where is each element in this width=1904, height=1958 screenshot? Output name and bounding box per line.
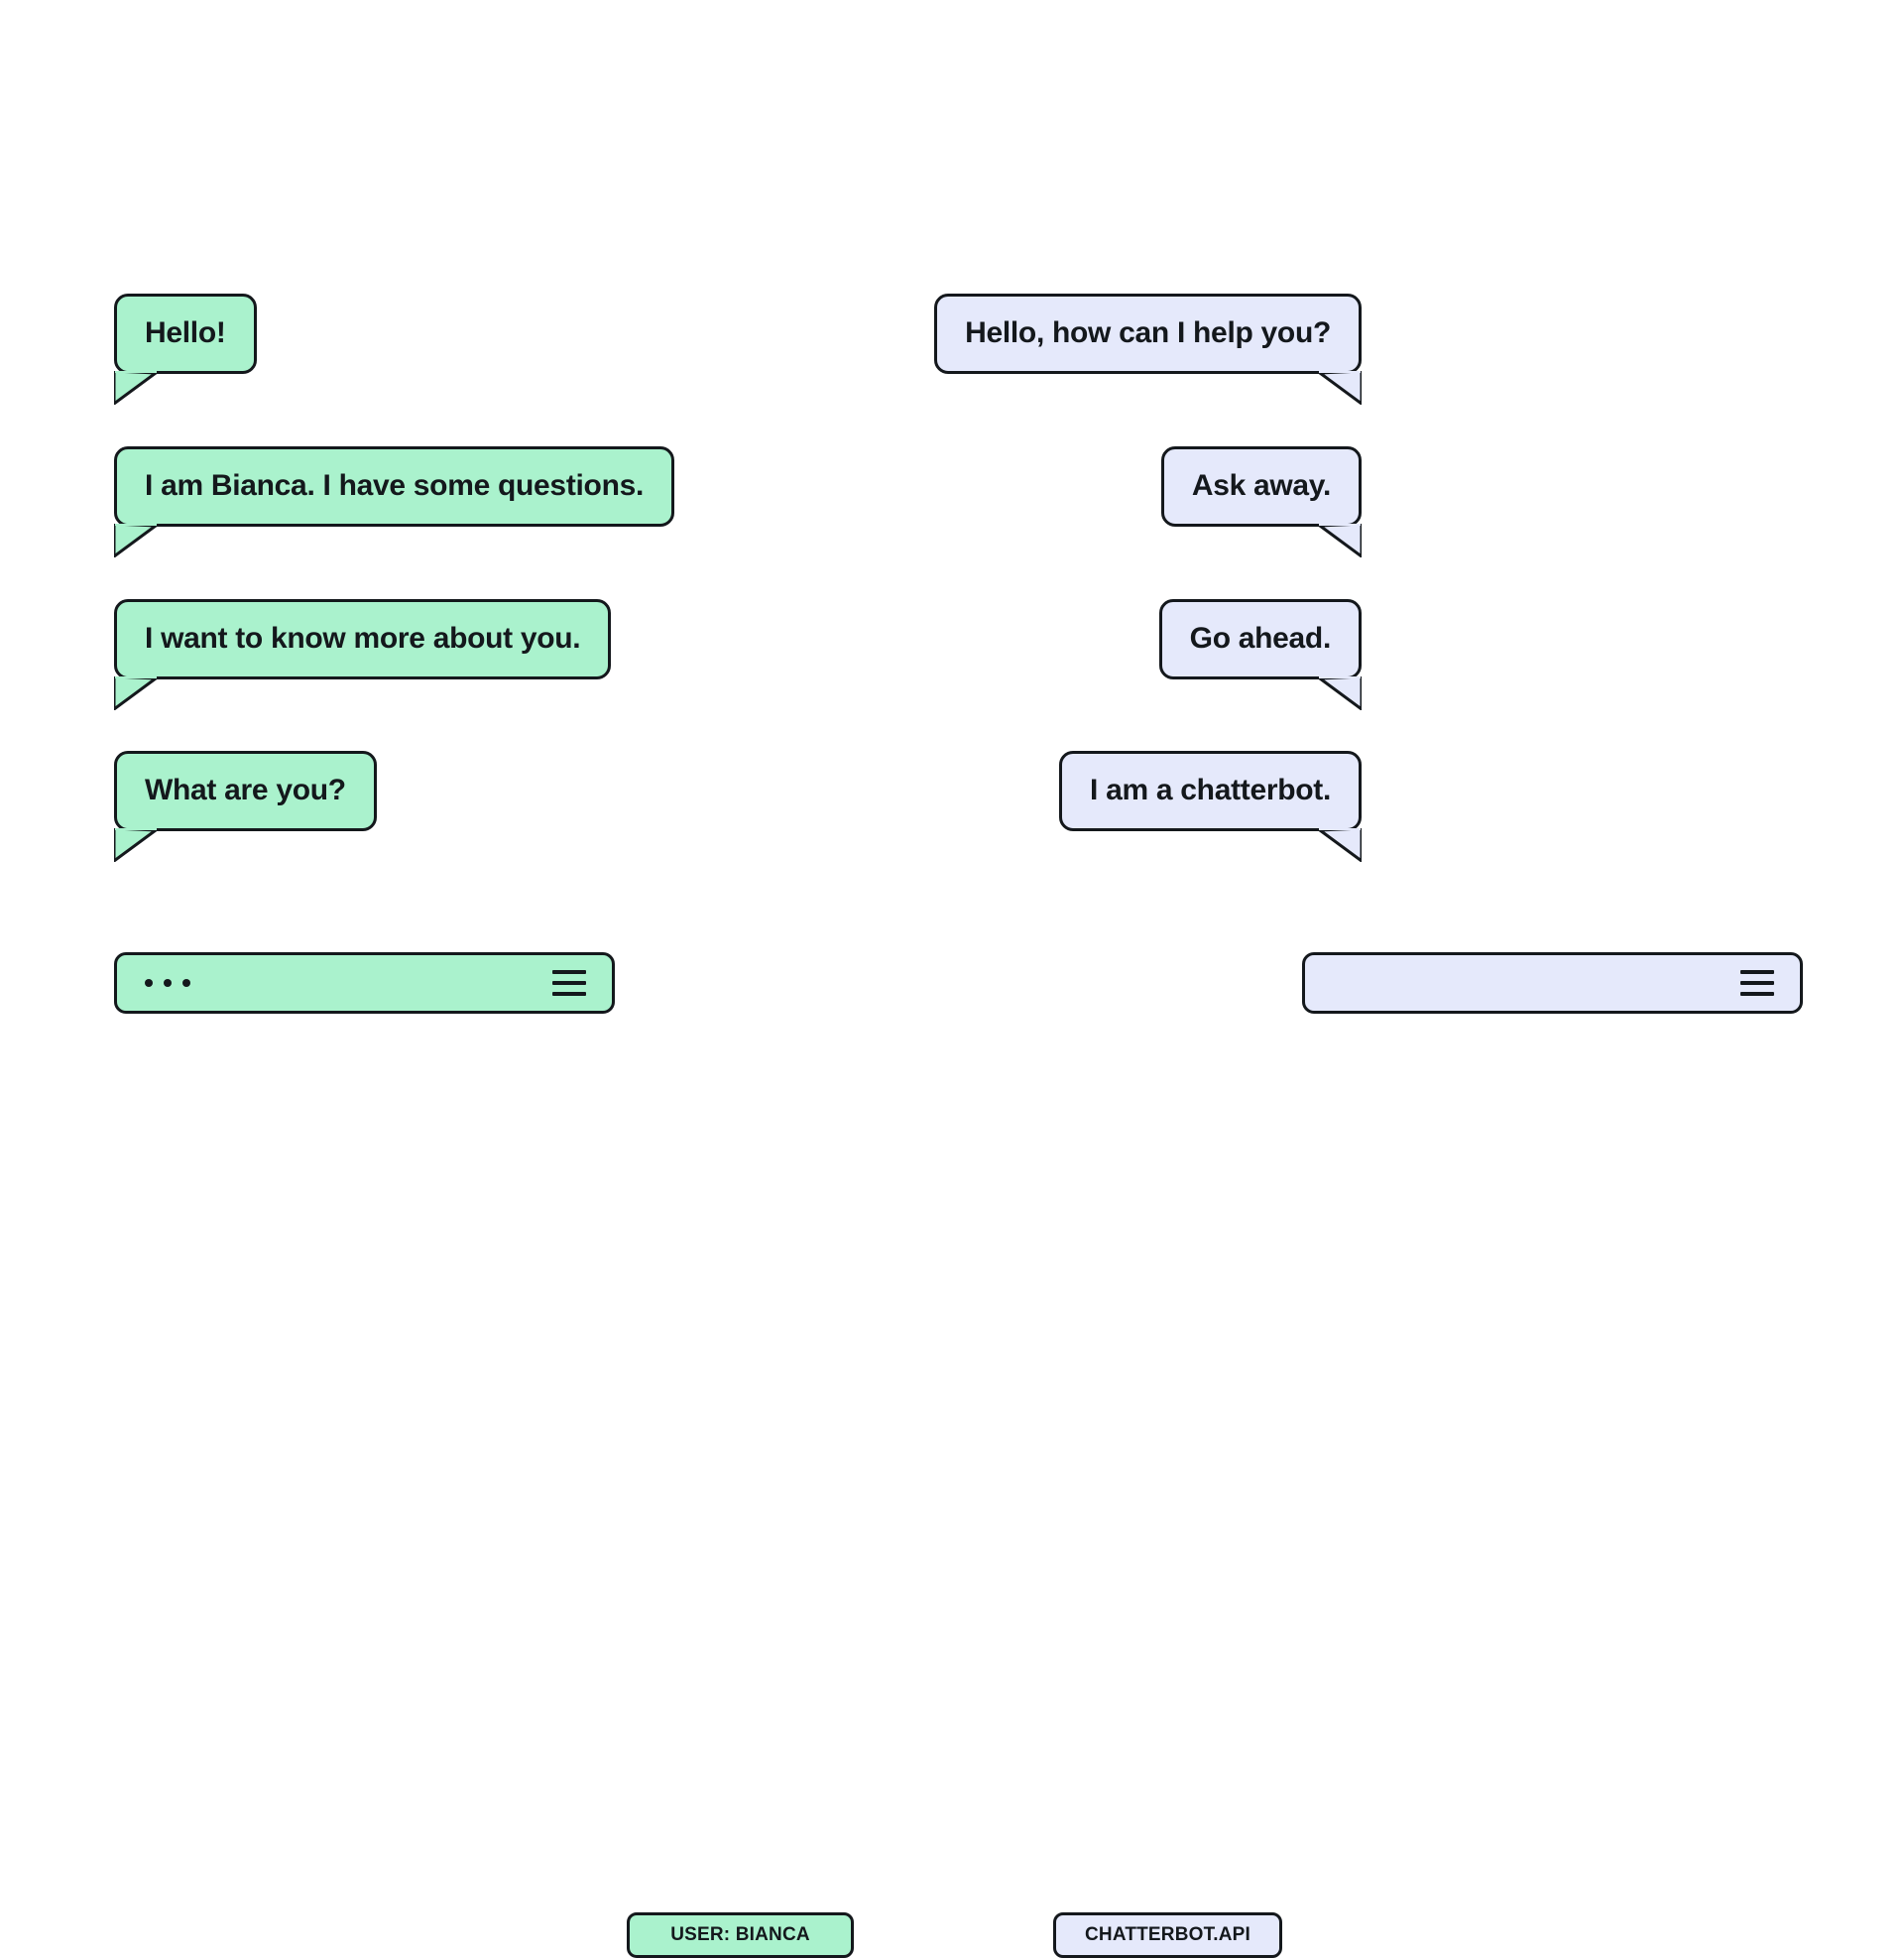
message-row: Hello!: [0, 294, 1904, 405]
message-text: I am Bianca. I have some questions.: [145, 469, 645, 502]
message-text: Hello, how can I help you?: [965, 316, 1331, 349]
bot-identity-label: CHATTERBOT.API: [1085, 1924, 1250, 1945]
composer-bar: USER: BIANCA CHATTERBOT.API: [0, 952, 1904, 1958]
bubble-tail-icon: [114, 371, 158, 405]
bot-message-input[interactable]: [1302, 952, 1803, 1014]
message-row: I am Bianca. I have some questions.: [0, 446, 1904, 557]
message-bubble-bot[interactable]: I am a chatterbot.: [1059, 751, 1362, 862]
message-text: Go ahead.: [1189, 622, 1332, 655]
bot-identity-badge: CHATTERBOT.API: [1053, 1912, 1282, 1958]
message-text: What are you?: [145, 774, 346, 806]
bubble-tail-icon: [1318, 371, 1362, 405]
hamburger-menu-icon[interactable]: [552, 970, 586, 996]
user-message-input[interactable]: [114, 952, 615, 1014]
message-row: Go ahead.: [0, 599, 1904, 710]
message-text: Ask away.: [1191, 469, 1331, 502]
message-bubble-bot[interactable]: Go ahead.: [1158, 599, 1362, 710]
message-bubble-bot[interactable]: Ask away.: [1160, 446, 1362, 557]
user-identity-badge: USER: BIANCA: [627, 1912, 854, 1958]
message-row: Hello, how can I help you?: [0, 294, 1904, 405]
bubble-tail-icon: [114, 828, 158, 862]
message-text: I am a chatterbot.: [1090, 774, 1331, 806]
user-identity-label: USER: BIANCA: [670, 1924, 810, 1945]
message-text: Hello!: [145, 316, 226, 349]
bubble-tail-icon: [1318, 828, 1362, 862]
bubble-tail-icon: [1318, 676, 1362, 710]
bubble-tail-icon: [114, 676, 158, 710]
message-bubble-user[interactable]: I want to know more about you.: [114, 599, 612, 710]
chat-conversation-app: Hello! Hello, how can I help you? I am B…: [0, 294, 1904, 1958]
bubble-tail-icon: [1318, 524, 1362, 557]
message-row: I am a chatterbot.: [0, 751, 1904, 862]
message-bubble-user[interactable]: Hello!: [114, 294, 257, 405]
message-bubble-user[interactable]: I am Bianca. I have some questions.: [114, 446, 675, 557]
typing-indicator-icon: [145, 979, 190, 987]
message-bubble-bot[interactable]: Hello, how can I help you?: [934, 294, 1362, 405]
message-text: I want to know more about you.: [145, 622, 581, 655]
hamburger-menu-icon[interactable]: [1740, 970, 1774, 996]
message-row: I want to know more about you.: [0, 599, 1904, 710]
message-row: Ask away.: [0, 446, 1904, 557]
bubble-tail-icon: [114, 524, 158, 557]
